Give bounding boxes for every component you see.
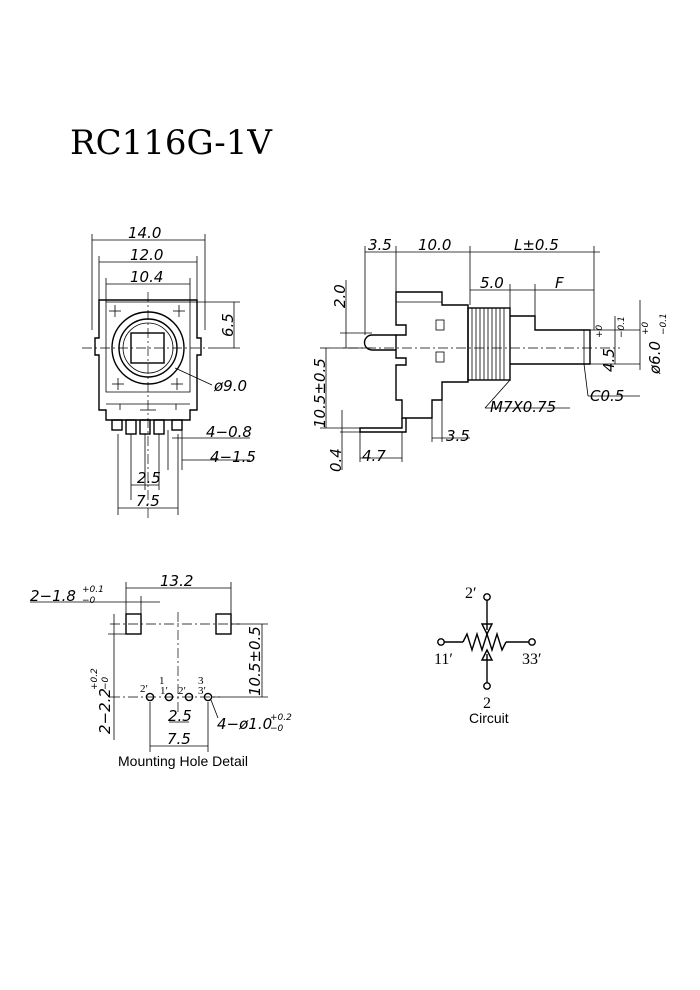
- dim-mount-holes: 4−ø1.0: [217, 715, 272, 733]
- dim-mount-slot: 2−1.8: [30, 587, 76, 605]
- mount-pin-label: 1′: [160, 685, 168, 697]
- dim-side-L: L±0.5: [514, 236, 559, 254]
- mount-hole-2: [164, 692, 174, 702]
- resistor-zigzag: [462, 631, 507, 653]
- circuit-diagram: 2′ 11′ 33′ 2 Circuit: [434, 585, 542, 726]
- side-thread-lines: [471, 308, 505, 380]
- dim-mount-holes-tol-top: +0.2: [270, 713, 292, 723]
- mount-hole-4: [203, 692, 213, 702]
- dim-dia9: ø9.0: [213, 377, 247, 395]
- dim-mount-75: 7.5: [167, 730, 191, 748]
- dim-side-35: 3.5: [368, 236, 392, 254]
- circuit-label-top: 2′: [465, 585, 477, 602]
- dim-104: 10.4: [130, 268, 163, 286]
- dim-side-60-tol-bot: −0.1: [659, 313, 669, 335]
- dim-side-chamfer: C0.5: [590, 387, 624, 405]
- mounting-caption: Mounting Hole Detail: [118, 753, 248, 769]
- dim-front-25: 2.5: [137, 469, 161, 487]
- front-corner-marks: [109, 305, 185, 390]
- dim-mount-holes-tol-bot: −0: [270, 724, 284, 734]
- side-terminal: [359, 418, 407, 433]
- dim-side-60-tol-top: +0: [641, 321, 651, 335]
- mount-pin-label: 1: [159, 675, 165, 687]
- circuit-label-right: 33′: [522, 651, 542, 668]
- dim-mount-25: 2.5: [168, 707, 192, 725]
- mount-pin-label: 2′: [178, 685, 186, 697]
- dim-65: 6.5: [219, 313, 237, 337]
- dim-mount-slot-tol-top: +0.1: [82, 585, 104, 595]
- dim-12: 12.0: [130, 246, 163, 264]
- circuit-label-bottom: 2: [483, 695, 491, 712]
- mount-hole-3: [184, 692, 194, 702]
- circuit-terminal-left: [437, 638, 445, 646]
- front-body-outline: [94, 299, 202, 421]
- mount-pin-label: 3′: [198, 685, 206, 697]
- wiper-arrow-top: [480, 623, 494, 636]
- dim-mount-slot-h-tol-bot: −0: [101, 676, 111, 690]
- side-bump: [363, 334, 396, 351]
- side-housing-outline: [395, 291, 469, 419]
- dim-side-45-tol-top: +0: [595, 324, 605, 338]
- front-view: 14.0 12.0 10.4 6.5 ø9.0 4−0.8 4−1.5 2.5 …: [82, 224, 256, 520]
- circuit-terminal-bottom: [483, 682, 491, 690]
- side-bushing: [467, 307, 511, 381]
- wiper-arrow-bottom: [480, 648, 494, 661]
- dim-14: 14.0: [128, 224, 161, 242]
- front-inner-frame: [105, 301, 191, 393]
- dim-mount-slot-tol-bot: −0: [82, 596, 96, 606]
- circuit-label-left: 11′: [434, 651, 453, 668]
- mount-hole-1: [145, 692, 155, 702]
- circuit-caption: Circuit: [469, 710, 509, 726]
- dim-side-105: 10.5±0.5: [311, 358, 329, 428]
- dim-side-50: 5.0: [480, 274, 504, 292]
- mounting-hole-detail: 13.2 2−1.8 +0.1 −0 10.5±0.5 2−2.2 +0.2 −…: [30, 572, 292, 769]
- dim-side-20: 2.0: [331, 284, 349, 308]
- side-view: 3.5 10.0 L±0.5 5.0 F 2.0 10.5±0.5 4.5 +0…: [311, 236, 669, 472]
- dim-side-thread: M7X0.75: [490, 398, 556, 416]
- dim-side-45-tol-bot: −0.1: [617, 316, 627, 338]
- dim-side-45: 4.5: [600, 348, 618, 372]
- dim-side-35b: 3.5: [446, 427, 470, 445]
- part-title: RC116G-1V: [70, 123, 273, 163]
- side-shaft: [510, 315, 591, 365]
- dim-side-04: 0.4: [327, 448, 345, 472]
- dim-pins08: 4−0.8: [206, 423, 252, 441]
- circuit-terminal-right: [528, 638, 536, 646]
- mount-pin-label: 2′: [140, 683, 148, 695]
- dim-side-47: 4.7: [362, 447, 386, 465]
- dim-side-100: 10.0: [418, 236, 451, 254]
- dim-side-F: F: [555, 274, 564, 292]
- dim-front-75: 7.5: [136, 492, 160, 510]
- mount-pin-label: 3: [198, 675, 204, 687]
- dim-mount-105: 10.5±0.5: [246, 626, 264, 696]
- circuit-terminal-top: [483, 593, 491, 601]
- dim-mount-slot-h: 2−2.2: [96, 688, 114, 734]
- dim-side-60: ø6.0: [646, 341, 664, 375]
- front-terminals: [111, 419, 183, 500]
- dim-mount-slot-h-tol-top: +0.2: [90, 668, 100, 690]
- dim-pins15: 4−1.5: [210, 448, 256, 466]
- dim-mount-132: 13.2: [160, 572, 193, 590]
